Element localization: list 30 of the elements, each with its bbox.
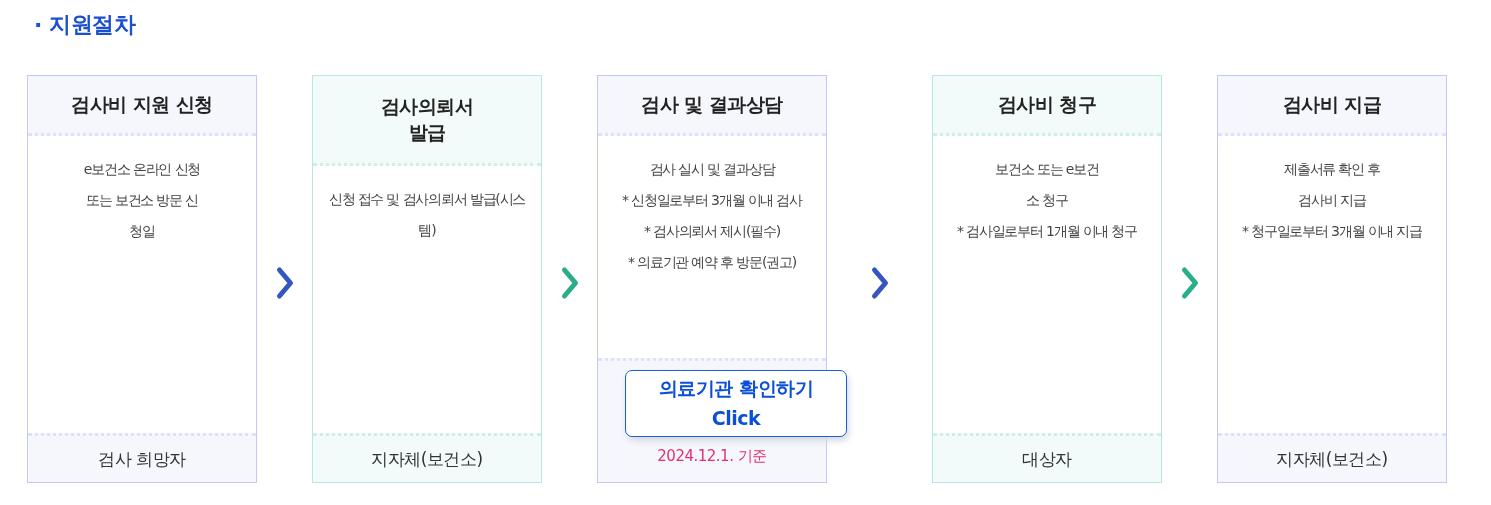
card-text: 제출서류 확인 후 검사비 지급	[1282, 160, 1382, 210]
note-text: * 청구일로부터 3개월 이내 지급	[1240, 222, 1424, 241]
date-text: 2024.12.1. 기준	[656, 447, 768, 466]
card-text: 보건소 또는 e보건소 청구	[994, 160, 1100, 210]
step-card	[1217, 75, 1447, 483]
card-footer: 대상자	[933, 433, 1161, 482]
card-text: 신청 접수 및 검사의뢰서 발급(시스템)	[327, 190, 527, 240]
card-footer: 지자체(보건소)	[313, 433, 541, 482]
chevron-arrow	[872, 267, 888, 299]
note-text: * 검사일로부터 1개월 이내 청구	[955, 222, 1139, 241]
card-title: 검사비 지급	[1218, 76, 1446, 136]
card-title: 검사 및 결과상담	[598, 76, 826, 136]
card-footer: 검사 희망자	[28, 433, 256, 482]
section-title: · 지원절차	[34, 11, 136, 39]
link-button: 의료기관 확인하기 Click	[625, 370, 847, 437]
step-card	[27, 75, 257, 483]
card-text: e보건소 온라인 신청 또는 보건소 방문 신청일	[82, 160, 202, 241]
step-card	[932, 75, 1162, 483]
chevron-arrow	[562, 267, 578, 299]
note-text: * 의료기관 예약 후 방문(권고)	[626, 253, 798, 272]
card-title: 검사비 지원 신청	[28, 76, 256, 136]
card-footer: 지자체(보건소)	[1218, 433, 1446, 482]
card-title: 검사비 청구	[933, 76, 1161, 136]
note-text: * 신청일로부터 3개월 이내 검사	[620, 191, 804, 210]
step-card	[312, 75, 542, 483]
note-text: * 검사의뢰서 제시(필수)	[643, 222, 781, 241]
card-text: 검사 실시 및 결과상담	[648, 160, 776, 179]
chevron-arrow	[1182, 267, 1198, 299]
chevron-arrow	[277, 267, 293, 299]
card-title: 검사의뢰서 발급	[313, 76, 541, 166]
